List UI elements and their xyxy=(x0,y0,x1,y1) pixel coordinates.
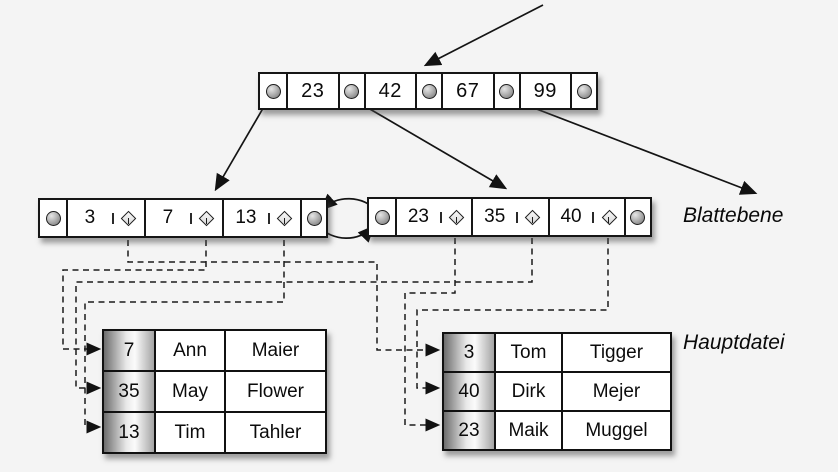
root-key-cell-3: 67 xyxy=(441,74,493,108)
record-lastname: Muggel xyxy=(561,412,670,449)
record-key: 40 xyxy=(444,373,494,410)
record-key: 35 xyxy=(104,372,154,411)
record-firstname: Tim xyxy=(154,413,224,452)
record-lastname: Tahler xyxy=(224,413,325,452)
leaf-right-prev-pointer-cell xyxy=(369,199,395,235)
leaf-key-group: 13 xyxy=(222,200,300,236)
root-key-label: 99 xyxy=(533,79,557,102)
leaf-key-label: 13 xyxy=(235,207,257,228)
leaf-left-prev-pointer-cell xyxy=(40,200,66,236)
leaf-key-group: 23 xyxy=(395,199,471,235)
record-key: 7 xyxy=(104,331,154,370)
root-pointer-cell-2 xyxy=(337,74,364,108)
record-link-key7 xyxy=(62,240,207,356)
arrow-root-ptr2-to-right-leaf xyxy=(350,97,508,190)
record-lastname: Tigger xyxy=(561,334,670,371)
record-pointer-cell xyxy=(189,210,222,226)
pointer-circle-icon xyxy=(421,83,437,99)
record-link-key40 xyxy=(416,238,609,395)
record-firstname: Ann xyxy=(154,331,224,370)
table-row: 35 May Flower xyxy=(104,370,325,411)
leaf-key-label: 40 xyxy=(560,206,582,227)
record-pointer-diamond-icon xyxy=(199,210,215,226)
table-row: 3 Tom Tigger xyxy=(444,334,670,371)
leaf-key-label: 23 xyxy=(407,206,429,227)
pointer-circle-icon xyxy=(306,210,322,226)
record-firstname: Dirk xyxy=(494,373,561,410)
record-link-key3 xyxy=(127,240,441,357)
leaf-key-label: 35 xyxy=(484,206,506,227)
pointer-circle-icon xyxy=(344,83,359,99)
pointer-circle-icon xyxy=(576,83,592,99)
table-row: 13 Tim Tahler xyxy=(104,411,325,452)
leaf-level-label: Blattebene xyxy=(683,204,784,227)
root-pointer-cell-5 xyxy=(570,74,596,108)
record-firstname: Tom xyxy=(494,334,561,371)
record-pointer-cell xyxy=(267,210,300,226)
record-pointer-cell xyxy=(439,209,472,225)
record-pointer-diamond-icon xyxy=(601,209,617,225)
record-firstname: May xyxy=(154,372,224,411)
table-row: 7 Ann Maier xyxy=(104,331,325,370)
record-key: 3 xyxy=(444,334,494,371)
record-link-key35 xyxy=(75,238,533,395)
record-lastname: Maier xyxy=(224,331,325,370)
root-key-cell-2: 42 xyxy=(363,74,416,108)
record-pointer-cell xyxy=(111,210,144,226)
leaf-node-left: 3 7 13 xyxy=(38,198,328,238)
record-lastname: Flower xyxy=(224,372,325,411)
record-pointer-diamond-icon xyxy=(448,209,465,225)
leaf-right-next-pointer-cell xyxy=(623,199,650,235)
leaf-node-right: 23 35 40 xyxy=(367,197,652,237)
root-pointer-cell-1 xyxy=(260,74,286,108)
pointer-circle-icon xyxy=(630,209,646,225)
root-node: 23 42 67 99 xyxy=(258,72,598,110)
record-firstname: Maik xyxy=(494,412,561,449)
arrow-into-root xyxy=(423,4,544,67)
leaf-key-group: 3 xyxy=(66,200,144,236)
leaf-key-group: 7 xyxy=(144,200,222,236)
root-key-label: 42 xyxy=(378,79,402,102)
arrow-root-ptr1-to-left-leaf xyxy=(214,97,270,192)
leaf-key-label: 3 xyxy=(84,207,96,228)
record-pointer-diamond-icon xyxy=(525,209,541,225)
leaf-key-group: 40 xyxy=(547,199,624,235)
record-key: 23 xyxy=(444,412,494,449)
leaf-key-label: 7 xyxy=(162,207,174,228)
root-pointer-cell-4 xyxy=(492,74,519,108)
record-link-key23 xyxy=(404,238,456,432)
main-file-label: Hauptdatei xyxy=(683,331,785,354)
root-key-cell-1: 23 xyxy=(286,74,338,108)
table-row: 40 Dirk Mejer xyxy=(444,371,670,410)
pointer-circle-icon xyxy=(265,83,281,99)
root-key-label: 67 xyxy=(456,79,480,102)
root-key-label: 23 xyxy=(301,79,325,102)
record-pointer-cell xyxy=(516,209,548,225)
main-file-table-right: 3 Tom Tigger 40 Dirk Mejer 23 Maik Mugge… xyxy=(442,332,672,451)
main-file-table-left: 7 Ann Maier 35 May Flower 13 Tim Tahler xyxy=(102,329,327,454)
pointer-circle-icon xyxy=(45,210,61,226)
record-pointer-diamond-icon xyxy=(277,210,293,226)
root-key-cell-4: 99 xyxy=(518,74,571,108)
leaf-key-group: 35 xyxy=(471,199,547,235)
record-link-key13 xyxy=(84,240,285,434)
record-lastname: Mejer xyxy=(561,373,670,410)
pointer-circle-icon xyxy=(499,83,514,99)
root-pointer-cell-3 xyxy=(415,74,441,108)
arrow-root-ptr4-offpage xyxy=(507,97,758,195)
leaf-left-next-pointer-cell xyxy=(300,200,326,236)
pointer-circle-icon xyxy=(374,209,390,225)
record-key: 13 xyxy=(104,413,154,452)
record-pointer-cell xyxy=(592,209,624,225)
record-pointer-diamond-icon xyxy=(121,210,137,226)
table-row: 23 Maik Muggel xyxy=(444,410,670,449)
